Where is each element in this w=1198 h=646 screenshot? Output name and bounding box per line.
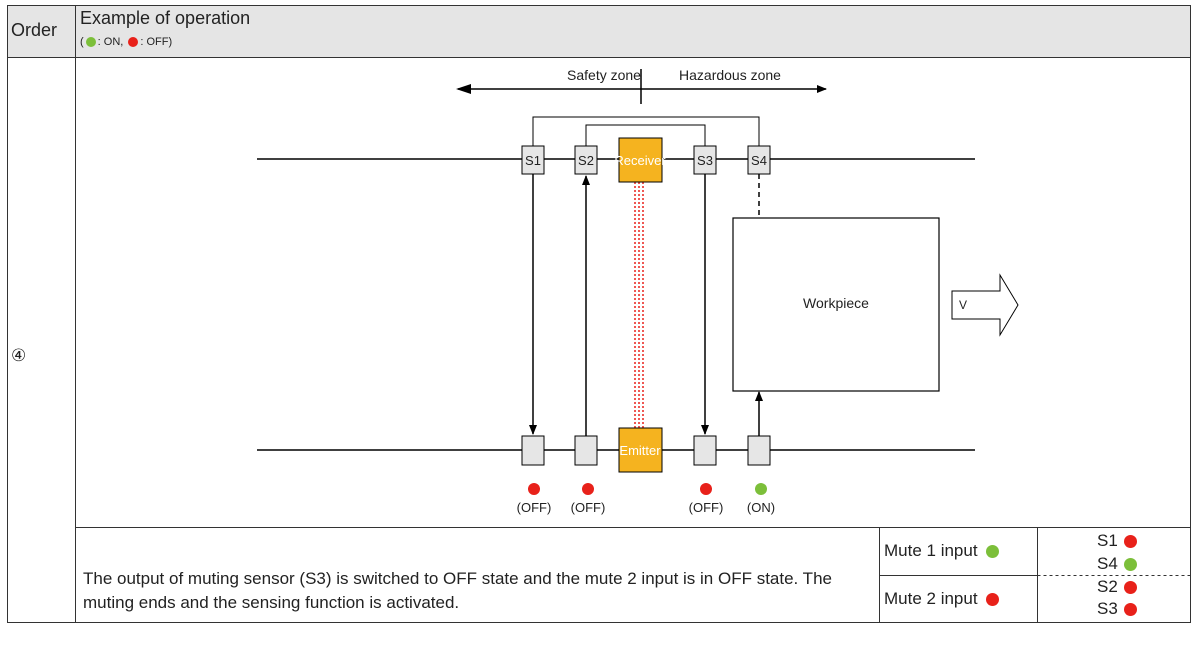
s1-status-dot [528, 483, 540, 495]
legend-open: ( [80, 36, 84, 48]
zone-arrow-left-head [456, 84, 471, 94]
workpiece-label: Workpiece [803, 295, 869, 311]
s3-state-label: S3 [1097, 599, 1118, 618]
order-column-header: Order [11, 20, 58, 40]
off-dot-icon [128, 37, 139, 47]
velocity-arrow-icon [951, 273, 1019, 337]
sensor-s2-label: S2 [578, 153, 594, 168]
mute-2-input: Mute 2 input [884, 589, 999, 609]
sensor-s4-label: S4 [751, 153, 767, 168]
sensor-s3-bottom [693, 435, 717, 466]
hazardous-zone-label: Hazardous zone [679, 67, 781, 83]
s2-state-label: S2 [1097, 577, 1118, 596]
emitter-label: Emitter [619, 443, 661, 458]
s1-s4-wire [532, 116, 760, 146]
legend: ( : ON, : OFF) [80, 36, 172, 48]
s4-status: (ON) [747, 500, 775, 515]
mute-1-label: Mute 1 input [884, 541, 978, 560]
s3-state: S3 [1097, 599, 1137, 619]
s2-state: S2 [1097, 577, 1137, 597]
on-dot-icon [85, 37, 96, 47]
emitter-box [618, 427, 663, 473]
s1-status: (OFF) [517, 500, 552, 515]
s2-status: (OFF) [571, 500, 606, 515]
sensor-s2 [574, 145, 598, 175]
operation-description: The output of muting sensor (S3) is swit… [83, 569, 832, 612]
s1-off-icon [1123, 534, 1137, 548]
s1-state: S1 [1097, 531, 1137, 551]
sensor-s4-bottom [747, 435, 771, 466]
s2-off-icon [1123, 580, 1137, 594]
legend-on: : ON, [97, 36, 124, 48]
mute-1-on-icon [985, 544, 999, 558]
sensor-s3-label: S3 [697, 153, 713, 168]
workpiece-box [732, 217, 940, 392]
s1-state-label: S1 [1097, 531, 1118, 550]
example-column-header: Example of operation [80, 8, 251, 28]
s4-state-label: S4 [1097, 554, 1118, 573]
sensor-s2-bottom [574, 435, 598, 466]
mute-1-input: Mute 1 input [884, 541, 999, 561]
s3-off-icon [1123, 602, 1137, 616]
receiver-box [618, 137, 663, 183]
s4-on-icon [1123, 557, 1137, 571]
table-header-background [7, 5, 1191, 57]
s4-state: S4 [1097, 554, 1137, 574]
sensor-s1-label: S1 [525, 153, 541, 168]
receiver-label: Receiver [614, 153, 666, 168]
legend-off: : OFF) [140, 36, 173, 48]
s3-status: (OFF) [689, 500, 724, 515]
s2-s3-wire [585, 124, 706, 146]
s3-status-dot [700, 483, 712, 495]
safety-zone-label: Safety zone [567, 67, 641, 83]
sensor-s1-bottom [521, 435, 545, 466]
velocity-label: V [959, 298, 967, 312]
s2-status-dot [582, 483, 594, 495]
mute-2-label: Mute 2 input [884, 589, 978, 608]
s4-status-dot [755, 483, 767, 495]
order-number: ④ [11, 346, 27, 365]
light-beams [634, 182, 644, 428]
mute-2-off-icon [985, 592, 999, 606]
status-dots [528, 483, 767, 495]
